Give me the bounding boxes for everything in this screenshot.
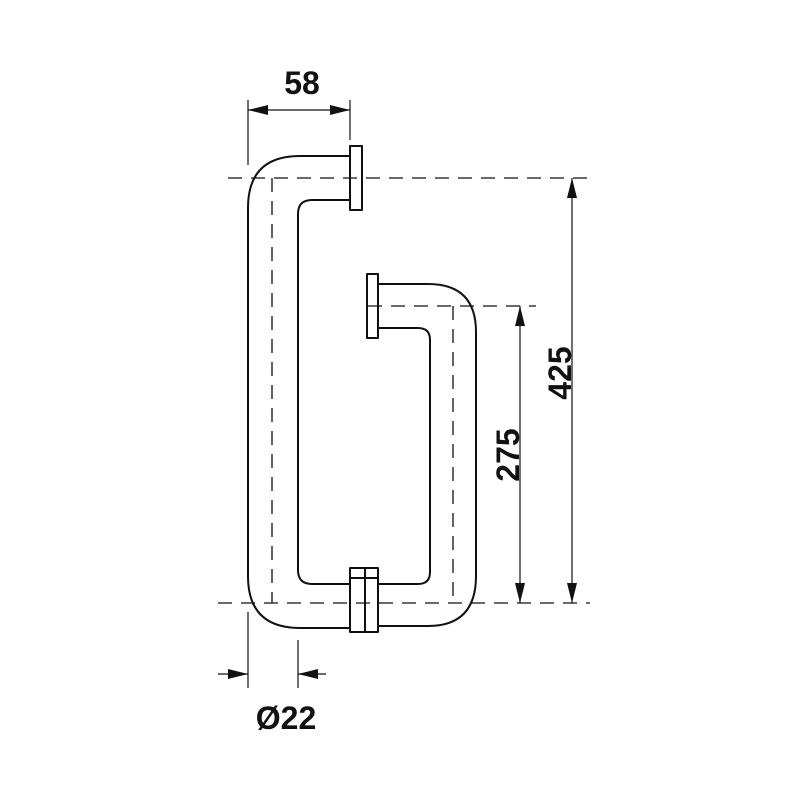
dim-425-arrow-top — [567, 178, 577, 198]
dim-58-label: 58 — [284, 65, 320, 101]
large-handle-outline — [247, 155, 350, 629]
dim-22-label: Ø22 — [256, 700, 316, 736]
dim-58-arrow-right — [330, 105, 350, 115]
dim-425-arrow-bottom — [567, 583, 577, 603]
small-handle-inner — [378, 327, 431, 585]
large-handle-inner — [297, 199, 350, 585]
small-handle-bottom-rose — [364, 567, 379, 633]
dim-275-arrow-top — [515, 306, 525, 326]
dim-58-arrow-left — [248, 105, 268, 115]
dim-22-arrow-left — [228, 669, 248, 679]
dim-425-label: 425 — [542, 346, 578, 399]
dim-22-arrow-right — [298, 669, 318, 679]
dim-275-arrow-bottom — [515, 583, 525, 603]
small-handle-outline — [378, 283, 477, 627]
dim-275-label: 275 — [490, 428, 526, 481]
